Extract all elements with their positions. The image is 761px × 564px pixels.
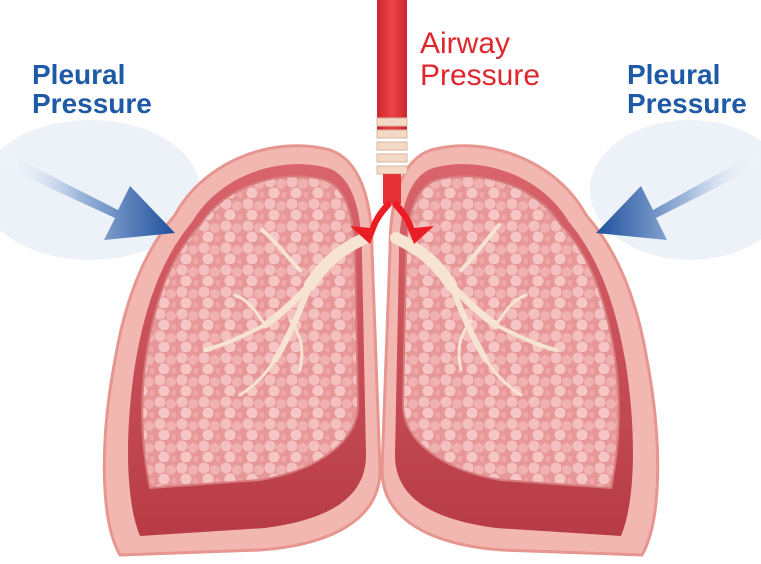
label-line: Pleural bbox=[32, 60, 152, 89]
pleural-pressure-label-right: Pleural Pressure bbox=[627, 60, 747, 119]
pleural-pressure-label-left: Pleural Pressure bbox=[32, 60, 152, 119]
label-line: Pressure bbox=[420, 60, 540, 92]
label-line: Airway bbox=[420, 28, 540, 60]
label-line: Pleural bbox=[627, 60, 747, 89]
label-line: Pressure bbox=[627, 89, 747, 118]
cartilage-rings bbox=[377, 118, 407, 174]
label-line: Pressure bbox=[32, 89, 152, 118]
airway-pressure-label: Airway Pressure bbox=[420, 28, 540, 91]
